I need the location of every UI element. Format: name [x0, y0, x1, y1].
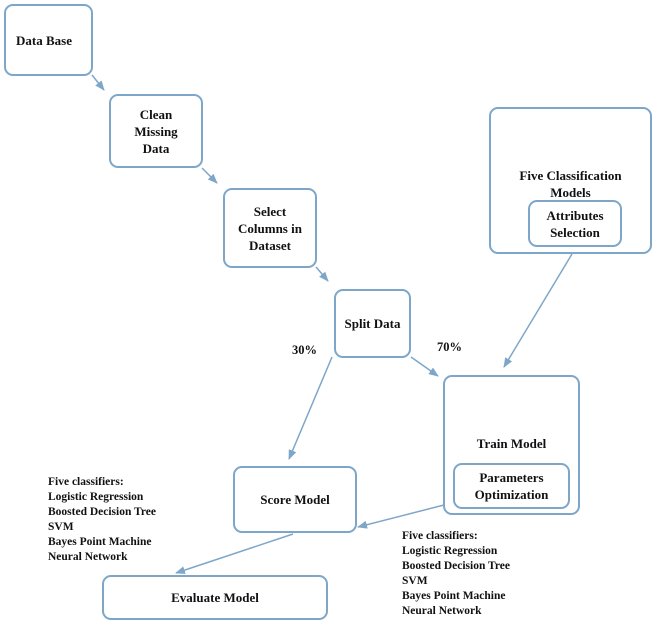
node-select-line-2: Columns in	[238, 220, 302, 236]
classifier-list-right: Five classifiers: Logistic Regression Bo…	[402, 529, 510, 619]
classifier-list-right-item: Neural Network	[402, 605, 482, 617]
node-models-line-1: Five Classification	[519, 168, 622, 183]
classifier-list-right-item: Boosted Decision Tree	[402, 560, 510, 572]
classifier-list-left-item: Logistic Regression	[48, 491, 144, 503]
node-clean-line-3: Data	[142, 140, 170, 156]
classifier-list-left-item: Bayes Point Machine	[48, 536, 152, 548]
classifier-list-left-item: Neural Network	[48, 551, 128, 563]
node-database: Data Base	[4, 4, 93, 76]
classifier-list-left-item: SVM	[48, 521, 74, 533]
arrow-split-to-score	[288, 356, 333, 460]
node-params-line-1: Parameters	[479, 470, 544, 485]
node-select-line-1: Select	[253, 203, 287, 219]
classifier-list-left: Five classifiers: Logistic Regression Bo…	[48, 475, 156, 565]
arrow-score-to-evaluate	[175, 533, 294, 574]
node-attributes-line-1: Attributes	[546, 207, 604, 223]
edge-label-30-percent: 30%	[292, 343, 317, 357]
node-split-data: Split Data	[334, 289, 411, 358]
node-attributes-line-2: Selection	[550, 224, 600, 240]
arrow-select-to-split	[315, 266, 329, 282]
classifier-list-right-item: Bayes Point Machine	[402, 590, 506, 602]
edge-label-70-percent: 70%	[437, 340, 462, 354]
node-models-line-2: Models	[550, 185, 591, 200]
node-select-line-3: Dataset	[249, 237, 291, 253]
arrow-split-to-train	[410, 356, 439, 377]
node-score-label: Score Model	[260, 492, 330, 507]
arrow-models-to-train	[503, 253, 573, 368]
classifier-list-right-title: Five classifiers:	[402, 530, 478, 542]
node-database-label: Data Base	[16, 32, 72, 48]
node-clean-line-2: Missing	[134, 123, 178, 139]
arrow-train-to-score	[357, 504, 445, 529]
node-score-model: Score Model	[233, 466, 357, 533]
classifier-list-right-item: Logistic Regression	[402, 545, 498, 557]
classifier-list-left-item: Boosted Decision Tree	[48, 506, 156, 518]
node-select-columns: Select Columns in Dataset	[223, 188, 317, 268]
node-train-label: Train Model	[476, 436, 547, 451]
node-evaluate-model: Evaluate Model	[102, 575, 328, 620]
node-attributes-selection: Attributes Selection	[528, 200, 622, 247]
arrow-database-to-clean	[91, 74, 105, 91]
arrow-clean-to-select	[201, 167, 218, 184]
node-clean-missing-data: Clean Missing Data	[109, 94, 203, 168]
node-evaluate-label: Evaluate Model	[171, 590, 259, 605]
node-split-label: Split Data	[344, 316, 401, 331]
node-params-line-2: Optimization	[474, 487, 549, 502]
node-parameters-optimization: Parameters Optimization	[453, 463, 570, 509]
classifier-list-left-title: Five classifiers:	[48, 476, 124, 488]
node-clean-line-1: Clean	[139, 106, 173, 122]
classifier-list-right-item: SVM	[402, 575, 428, 587]
